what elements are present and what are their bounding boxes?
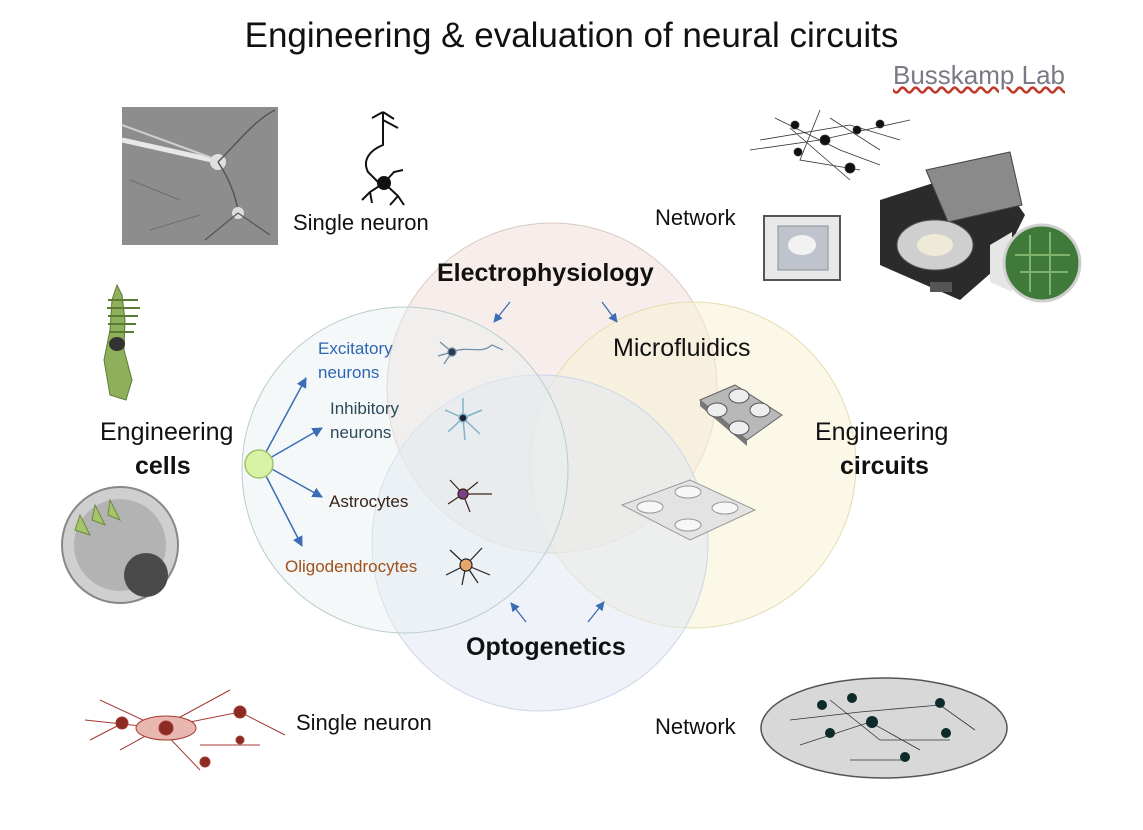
- engineering-cells-line1: Engineering: [100, 418, 234, 446]
- inhibitory-line2: neurons: [330, 423, 392, 442]
- network-icon-top: [749, 109, 911, 181]
- microfluidic-chip-bottom: [620, 479, 757, 541]
- patch-clamp-image: [121, 107, 278, 245]
- arrow-to-excitatory: [265, 377, 307, 453]
- single-neuron-stained-image: [84, 689, 286, 771]
- mea-device-image: [880, 151, 1025, 300]
- mea-magnified-image: [990, 223, 1082, 303]
- optogenetics-circle: [371, 374, 709, 712]
- arrow-electro-right: [601, 301, 618, 323]
- photoreceptor-image: [103, 283, 140, 401]
- engineering-circuits-line2: circuits: [840, 452, 929, 480]
- oligodendrocyte-icon: [445, 547, 491, 586]
- inhibitory-neuron-icon: [444, 398, 483, 441]
- engineering-circuits-line1: Engineering: [815, 418, 949, 446]
- astrocytes-label: Astrocytes: [329, 492, 409, 511]
- microfluidic-chip-top: [699, 384, 783, 446]
- page-title: Engineering & evaluation of neural circu…: [244, 16, 899, 55]
- cells-circle: [241, 306, 569, 634]
- arrow-opto-left: [510, 602, 527, 623]
- mea-chip-image: [763, 215, 841, 281]
- optogenetics-label: Optogenetics: [466, 633, 626, 661]
- excitatory-neuron-icon: [437, 341, 504, 365]
- network-label-top: Network: [655, 205, 736, 230]
- microfluidics-label: Microfluidics: [613, 334, 751, 362]
- stem-cell: [244, 449, 274, 479]
- excitatory-line1: Excitatory: [318, 339, 393, 358]
- network-label-bottom: Network: [655, 714, 736, 739]
- arrow-to-inhibitory: [269, 427, 323, 459]
- oligodendrocytes-label: Oligodendrocytes: [285, 557, 418, 576]
- arrow-to-oligodendrocytes: [264, 473, 303, 547]
- single-neuron-icon: [361, 111, 405, 206]
- excitatory-line2: neurons: [318, 363, 380, 382]
- lab-name: Busskamp Lab: [893, 60, 1065, 90]
- single-neuron-label-bottom: Single neuron: [296, 710, 432, 735]
- inhibitory-label: Inhibitory neurons: [330, 397, 399, 445]
- arrow-electro-left: [493, 301, 511, 323]
- excitatory-label: Excitatory neurons: [318, 337, 393, 385]
- engineering-cells-line2: cells: [135, 452, 191, 480]
- arrow-to-astrocytes: [269, 467, 323, 498]
- inhibitory-line1: Inhibitory: [330, 399, 399, 418]
- astrocyte-icon: [447, 479, 492, 513]
- single-neuron-label-top: Single neuron: [293, 210, 429, 235]
- network-dish-image: [760, 677, 1008, 779]
- electrophysiology-label: Electrophysiology: [437, 259, 654, 287]
- arrow-opto-right: [587, 601, 605, 623]
- engineered-cell-image: [61, 486, 179, 604]
